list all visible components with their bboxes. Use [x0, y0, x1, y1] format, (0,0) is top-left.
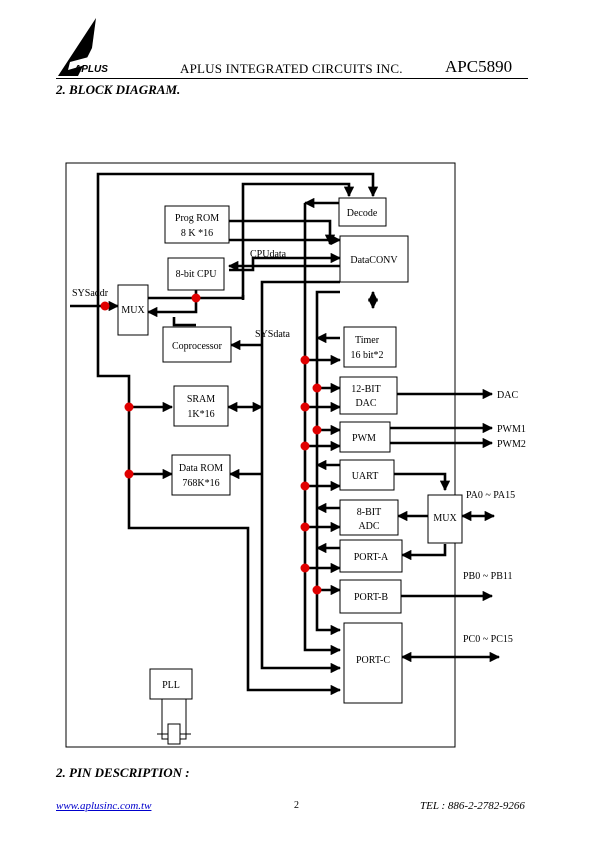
pin-pb-label: PB0 ~ PB11 [463, 571, 513, 582]
sysaddr-label: SYSaddr [72, 288, 109, 299]
pin-pwm2-label: PWM2 [497, 439, 526, 450]
diagram-frame [65, 162, 456, 748]
logo-text: APLUS [73, 64, 108, 75]
junction-dot [300, 441, 310, 451]
decode-label: Decode [347, 208, 378, 219]
adc-block [339, 499, 399, 536]
uart-block [339, 459, 395, 491]
junction-dot [300, 563, 310, 573]
port-c-label: PORT-C [356, 655, 390, 666]
port-b-block [339, 579, 402, 614]
part-number: APC5890 [445, 57, 513, 76]
mux-right-block [427, 494, 463, 544]
dataconv-label: DataCONV [350, 255, 398, 266]
sram-label-1: SRAM [187, 394, 215, 405]
bus-junctions [100, 293, 322, 595]
adc-label-2: ADC [358, 521, 379, 532]
crystal-icon [157, 699, 191, 745]
company-name: APLUS INTEGRATED CIRCUITS INC. [180, 61, 403, 76]
dac-block [339, 376, 398, 415]
pll-label: PLL [162, 680, 180, 691]
junction-dot [312, 425, 322, 435]
dac-label-2: DAC [355, 398, 376, 409]
pwm-label: PWM [352, 433, 376, 444]
sram-label-2: 1K*16 [187, 409, 214, 420]
data-rom-block [171, 454, 231, 496]
adc-label-1: 8-BIT [357, 507, 381, 518]
telephone: TEL : 886-2-2782-9266 [420, 800, 525, 812]
prog-rom-block [164, 205, 230, 244]
decode-block [338, 197, 387, 227]
prog-rom-label-1: Prog ROM [175, 213, 219, 224]
pin-pwm1-label: PWM1 [497, 424, 526, 435]
pin-pc-label: PC0 ~ PC15 [463, 634, 513, 645]
junction-dot [300, 402, 310, 412]
cpu-block [167, 257, 225, 291]
page-number: 2 [294, 800, 299, 811]
port-c-block [343, 622, 403, 704]
timer-block [343, 326, 397, 368]
data-rom-label-2: 768K*16 [182, 478, 219, 489]
junction-dot [300, 355, 310, 365]
coprocessor-block [162, 326, 232, 363]
port-a-label: PORT-A [354, 552, 389, 563]
junction-dot [312, 383, 322, 393]
header-rule [56, 78, 528, 79]
junction-dot [124, 402, 134, 412]
sram-block [173, 385, 229, 427]
sysdata-label: SYSdata [255, 329, 291, 340]
junction-dot [100, 301, 110, 311]
junction-dot [300, 481, 310, 491]
timer-label-1: Timer [355, 335, 380, 346]
junction-dot [300, 522, 310, 532]
dac-label-1: 12-BIT [351, 384, 380, 395]
junction-dot [191, 293, 201, 303]
mux-left-label: MUX [121, 305, 145, 316]
dataconv-block [339, 235, 409, 283]
website-link[interactable]: www.aplusinc.com.tw [56, 800, 152, 812]
cpu-label: 8-bit CPU [176, 269, 218, 280]
section-heading-block-diagram: 2. BLOCK DIAGRAM. [56, 82, 181, 97]
mux-right-label: MUX [433, 513, 457, 524]
timer-label-2: 16 bit*2 [350, 350, 383, 361]
pin-dac-label: DAC [497, 390, 518, 401]
pll-block [149, 668, 193, 700]
port-b-label: PORT-B [354, 592, 388, 603]
cpudata-label: CPUdata [250, 249, 287, 260]
port-a-block [339, 539, 403, 573]
pin-pa-label: PA0 ~ PA15 [466, 490, 515, 501]
uart-label: UART [352, 471, 379, 482]
junction-dot [124, 469, 134, 479]
aplus-logo: APLUS [58, 18, 108, 76]
junction-dot [312, 585, 322, 595]
data-rom-label-1: Data ROM [179, 463, 223, 474]
coprocessor-label: Coprocessor [172, 341, 223, 352]
pwm-block [339, 421, 391, 453]
section-heading-pin-description: 2. PIN DESCRIPTION : [56, 765, 190, 780]
prog-rom-label-2: 8 K *16 [181, 228, 213, 239]
mux-left-block [117, 284, 149, 336]
